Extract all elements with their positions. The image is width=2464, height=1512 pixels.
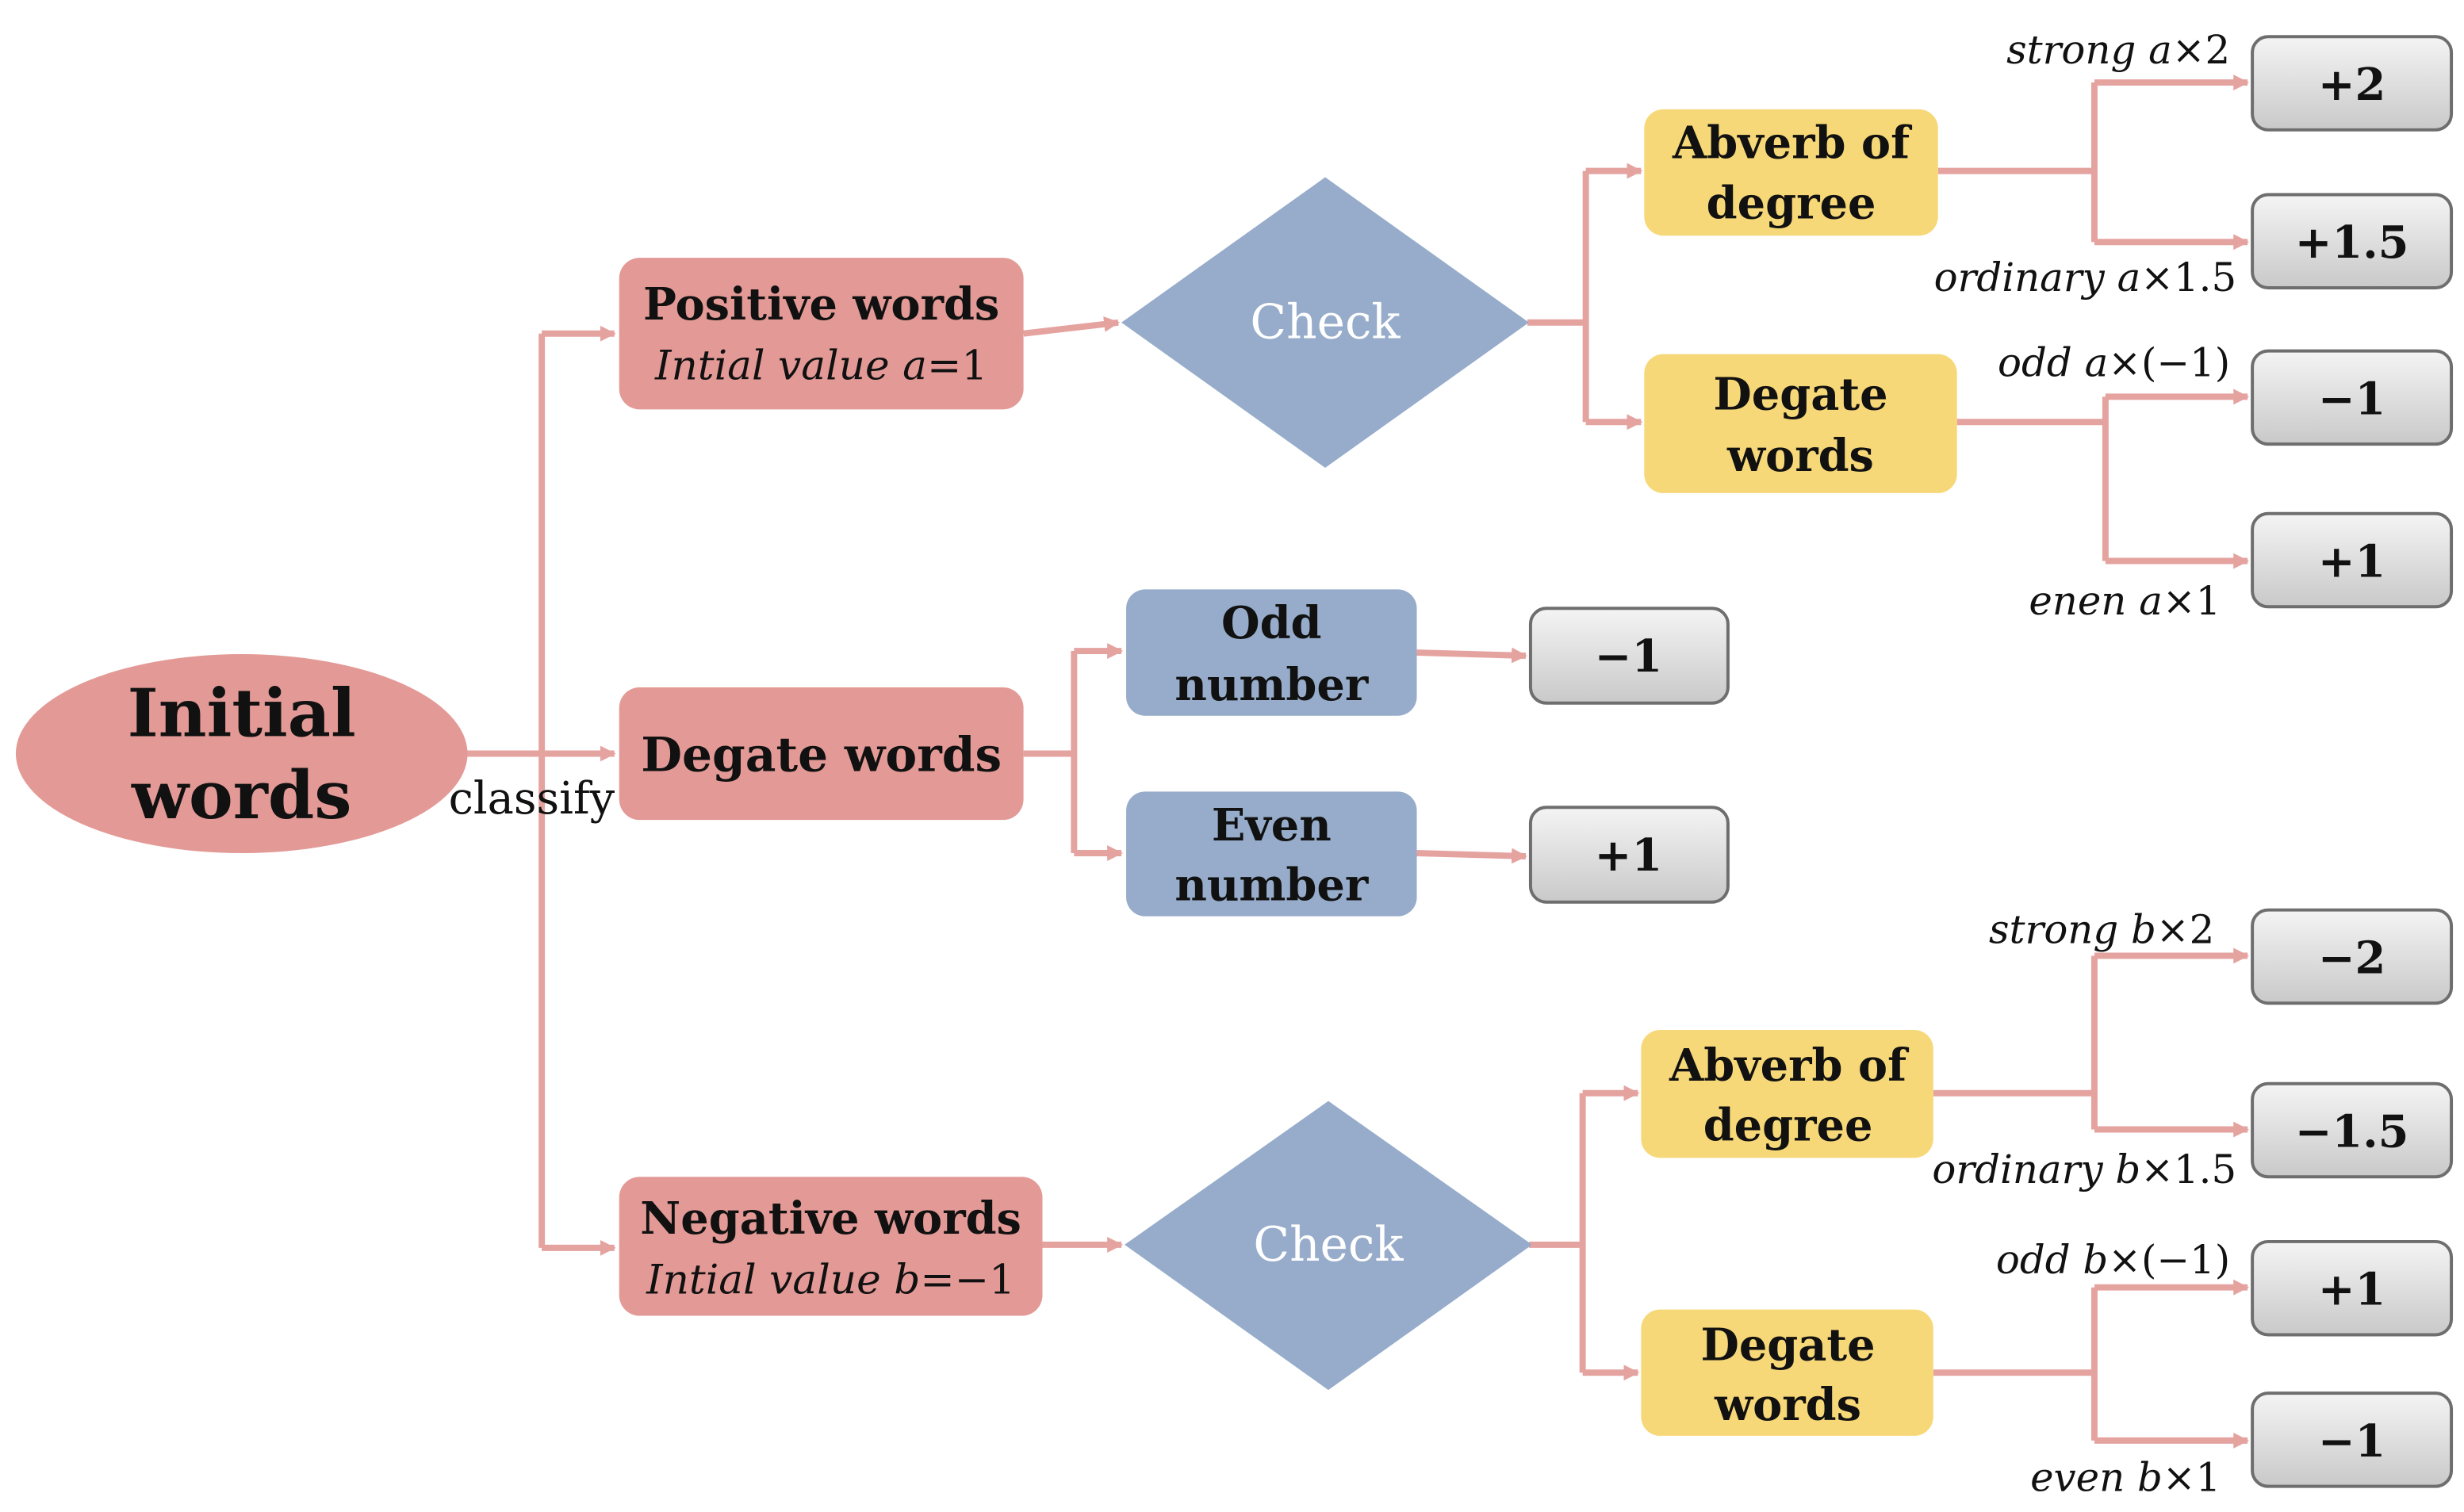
svg-text:−1: −1 (2318, 373, 2386, 425)
positive-degate-line2: words (1726, 431, 1874, 482)
negative-degate-line1: Degate (1700, 1319, 1875, 1371)
negative-rule-label-odd: odd b×(−1) (1996, 1237, 2230, 1283)
negative-adverb-line1: Abverb of (1669, 1040, 1909, 1092)
negative-check-node: Check (1125, 1101, 1532, 1391)
odd-number-result: −1 (1528, 607, 1730, 705)
root-label-line1: Initial (128, 674, 356, 752)
positive-rule-label-ordinary: ordinary a×1.5 (1934, 255, 2237, 300)
positive-words-node: Positive words Intial value a=1 (619, 258, 1024, 410)
positive-rule-label-even: enen a×1 (2029, 578, 2221, 624)
degate-words-box (619, 687, 1024, 821)
negative-result-odd: +1 (2251, 1239, 2454, 1337)
positive-result-odd: −1 (2251, 349, 2454, 446)
connector-odd-to-result (1416, 647, 1527, 664)
svg-text:−1: −1 (1595, 631, 1663, 683)
even-number-box (1126, 791, 1417, 917)
negative-degate-line2: words (1714, 1380, 1861, 1431)
degate-words-node: Degate words (619, 687, 1024, 821)
negative-words-node: Negative words Intial value b=−1 (619, 1177, 1043, 1316)
positive-adverb-line2: degree (1707, 178, 1876, 229)
svg-text:−1.5: −1.5 (2295, 1106, 2409, 1158)
negative-adverb-line2: degree (1703, 1100, 1873, 1151)
positive-words-box (619, 258, 1024, 410)
even-number-result: +1 (1528, 806, 1730, 904)
positive-degate-box (1644, 354, 1957, 493)
negative-degate-node: Degate words (1641, 1309, 1933, 1436)
positive-adverb-node: Abverb of degree (1644, 109, 1938, 236)
positive-check-diamond (1121, 177, 1529, 469)
negative-words-box (619, 1177, 1043, 1316)
svg-text:+1.5: +1.5 (2295, 217, 2409, 269)
negative-check-label: Check (1253, 1218, 1404, 1273)
negative-result-even: −1 (2251, 1391, 2454, 1488)
positive-result-even: +1 (2251, 511, 2454, 609)
odd-number-line2: number (1175, 660, 1369, 711)
odd-number-node: Odd number (1126, 589, 1417, 716)
even-number-line1: Even (1212, 800, 1332, 852)
positive-words-title: Positive words (643, 279, 999, 331)
even-number-node: Even number (1126, 791, 1417, 917)
negative-words-title: Negative words (640, 1193, 1021, 1245)
root-node: Initial words (15, 654, 468, 853)
negative-result-strong: −2 (2251, 908, 2454, 1005)
root-label-line2: words (131, 756, 351, 834)
connector-positive-to-check (1023, 316, 1121, 337)
positive-degate-line1: Degate (1713, 369, 1887, 420)
svg-text:−1: −1 (2318, 1416, 2386, 1468)
negative-rule-label-ordinary: ordinary b×1.5 (1932, 1146, 2236, 1192)
positive-check-label: Check (1250, 296, 1401, 350)
degate-words-title: Degate words (641, 727, 1002, 783)
even-number-line2: number (1175, 860, 1369, 912)
positive-result-strong: +2 (2251, 35, 2454, 132)
svg-text:+1: +1 (1595, 830, 1663, 882)
svg-text:+1: +1 (2318, 1265, 2386, 1316)
negative-adverb-node: Abverb of degree (1641, 1030, 1933, 1158)
root-ellipse (15, 654, 468, 853)
negative-rule-label-strong: strong b×2 (1989, 907, 2214, 953)
negative-initial-value: Intial value b=−1 (646, 1257, 1015, 1304)
classify-label: classify (449, 773, 615, 825)
positive-initial-value: Intial value a=1 (654, 342, 987, 389)
positive-degate-node: Degate words (1644, 354, 1957, 493)
odd-number-line1: Odd (1221, 598, 1322, 649)
positive-rule-label-odd: odd a×(−1) (1998, 340, 2230, 386)
positive-rule-label-strong: strong a×2 (2006, 27, 2230, 73)
negative-rule-label-even: even b×1 (2030, 1455, 2221, 1501)
positive-check-node: Check (1121, 177, 1529, 469)
positive-adverb-line1: Abverb of (1672, 118, 1912, 170)
connectors (466, 75, 2250, 1449)
odd-number-box (1126, 589, 1417, 716)
negative-adverb-box (1641, 1030, 1933, 1158)
negative-degate-box (1641, 1309, 1933, 1436)
positive-adverb-box (1644, 109, 1938, 236)
connector-even-to-result (1416, 848, 1527, 864)
svg-text:+1: +1 (2318, 536, 2386, 588)
positive-result-ordinary: +1.5 (2251, 193, 2454, 289)
svg-text:−2: −2 (2318, 932, 2386, 984)
negative-check-diamond (1125, 1101, 1532, 1391)
negative-result-ordinary: −1.5 (2251, 1081, 2454, 1179)
svg-text:+2: +2 (2318, 59, 2386, 111)
